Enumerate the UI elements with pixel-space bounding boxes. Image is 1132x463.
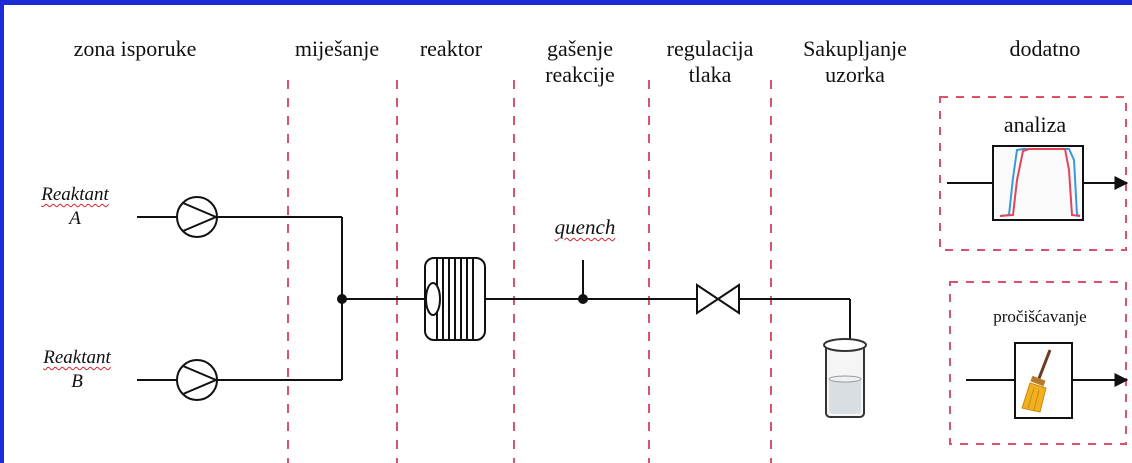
stage-label-reactor: reaktor [419, 36, 483, 61]
broom-bristle [1033, 389, 1040, 411]
reactant-b-word: Reaktant [43, 347, 111, 368]
reactant-a-word: Reaktant [41, 184, 109, 205]
analysis-box [939, 96, 1127, 251]
broom-band [1030, 375, 1046, 387]
reactant-b-letter: B [71, 371, 83, 392]
flow-lines [137, 176, 1129, 387]
stage-label-mixing: miješanje [294, 36, 380, 61]
quench-label: quench [554, 215, 616, 239]
pump-b-icon [176, 359, 219, 401]
reactant-a-label: Reaktant A [30, 183, 120, 231]
stage-label-collection: Sakupljanje uzorka [803, 36, 907, 87]
pump-a-icon [176, 196, 219, 238]
purification-box [949, 281, 1127, 445]
valve-icon [696, 283, 740, 315]
stage-dividers [287, 80, 772, 463]
stage-label-additional: dodatno [1009, 36, 1081, 61]
mixing-junction [337, 294, 347, 304]
broom-handle [1036, 349, 1052, 382]
analysis-chart-icon [992, 145, 1084, 221]
stage-label-pressure: regulacija tlaka [666, 36, 754, 87]
reactant-a-letter: A [69, 208, 81, 229]
analysis-label: analiza [1003, 112, 1067, 137]
red-trace [999, 148, 1081, 217]
broom-bristle [1027, 387, 1035, 409]
coil-reactor-icon [424, 257, 486, 341]
stage-label-delivery: zona isporuke [73, 36, 197, 61]
reactant-b-label: Reaktant B [32, 346, 122, 394]
beaker-icon [823, 338, 867, 418]
blue-trace [999, 148, 1081, 217]
broom-icon [1014, 342, 1073, 419]
purification-label: pročišćavanje [993, 307, 1087, 326]
stage-label-quench: gašenje reakcije [545, 36, 615, 87]
quench-junction [578, 294, 588, 304]
broom-bristles [1021, 382, 1047, 413]
